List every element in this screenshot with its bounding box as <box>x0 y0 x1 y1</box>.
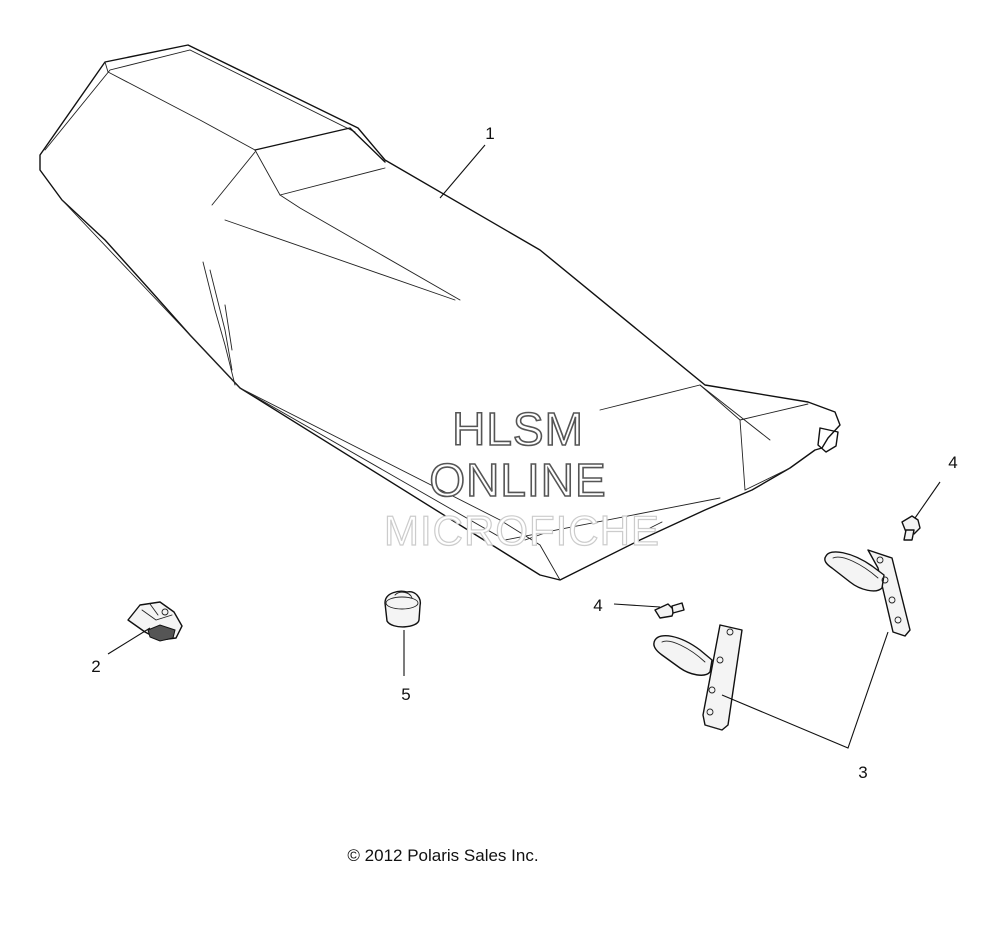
leader-4-lower <box>613 603 661 608</box>
callout-2: 2 <box>91 657 100 676</box>
callouts: 1 2 3 4 4 5 <box>91 124 957 782</box>
callout-5: 5 <box>401 685 410 704</box>
watermark: HLSM ONLINE MICROFICHE <box>383 402 660 554</box>
copyright-text: © 2012 Polaris Sales Inc. <box>347 846 538 865</box>
watermark-line-3: MICROFICHE <box>384 507 660 554</box>
latch-part-2[interactable] <box>127 601 183 642</box>
callout-4-upper: 4 <box>948 453 957 472</box>
seat-part-1[interactable] <box>39 44 841 581</box>
callout-1: 1 <box>485 124 494 143</box>
leader-2 <box>107 627 151 655</box>
leader-1 <box>439 144 486 199</box>
callout-4-lower: 4 <box>593 596 602 615</box>
leader-3 <box>721 631 889 749</box>
hinge-bracket-part-3-left[interactable] <box>653 624 743 731</box>
screw-part-4-lower[interactable] <box>654 602 685 619</box>
watermark-line-1: HLSM <box>452 403 584 455</box>
watermark-line-2: ONLINE <box>429 454 606 506</box>
leader-4-upper <box>914 481 941 519</box>
hinge-bracket-part-3-right[interactable] <box>824 549 911 637</box>
screw-part-4-upper[interactable] <box>901 515 921 541</box>
leader-lines <box>107 144 941 749</box>
bumper-part-5[interactable] <box>384 590 422 628</box>
callout-3: 3 <box>858 763 867 782</box>
